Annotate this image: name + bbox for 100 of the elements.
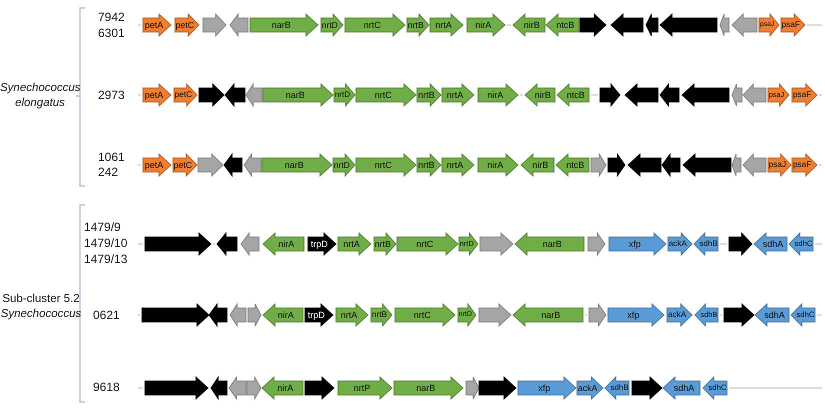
- gene-label: nrtB: [372, 309, 387, 321]
- gene-label: xfp: [628, 238, 641, 251]
- gene-symbol: [792, 84, 817, 106]
- gene-symbol: [667, 304, 692, 326]
- gene-label: narB: [541, 309, 560, 322]
- gene-symbol: [646, 14, 658, 36]
- gene-symbol: [209, 304, 227, 326]
- gene-symbol: [211, 377, 227, 399]
- gene-symbol: [230, 304, 246, 326]
- gene-label: nrtC: [364, 19, 381, 32]
- gene-label: psaF: [782, 19, 800, 31]
- gene-symbol: [662, 154, 680, 176]
- gene-label: nirA: [487, 159, 504, 172]
- gene-label: nrtC: [374, 89, 392, 102]
- gene-symbol: [546, 14, 579, 36]
- gene-symbol: [467, 14, 505, 36]
- gene-symbol: [173, 154, 197, 176]
- gene-symbol: [660, 84, 679, 106]
- gene-symbol: [459, 233, 478, 255]
- row-label: 1479/13: [84, 252, 128, 267]
- gene-symbol: [668, 233, 692, 255]
- gene-symbol: [305, 304, 333, 326]
- gene-label: nirA: [487, 89, 504, 102]
- gene-symbol: [600, 84, 620, 106]
- gene-symbol: [789, 233, 813, 255]
- gene-label: sdhB: [610, 382, 629, 394]
- gene-label: narB: [286, 89, 305, 102]
- gene-symbol: [199, 84, 224, 106]
- gene-symbol: [305, 377, 334, 399]
- gene-symbol: [262, 377, 303, 399]
- gene-label: petA: [144, 89, 164, 102]
- gene-symbol: [143, 84, 171, 106]
- gene-label: psaF: [792, 89, 812, 101]
- gene-label: nrtD: [334, 89, 350, 101]
- gene-symbol: [703, 377, 727, 399]
- gene-symbol: [356, 84, 416, 106]
- gene-symbol: [430, 14, 463, 36]
- row-label: 1479/10: [84, 236, 128, 251]
- gene-label: nrtC: [416, 238, 434, 251]
- row-label: 242: [98, 165, 118, 180]
- gene-symbol: [263, 84, 333, 106]
- gene-symbol: [248, 304, 261, 326]
- gene-symbol: [628, 154, 661, 176]
- gene-label: nrtD: [334, 159, 350, 172]
- row-label: 1061: [98, 150, 125, 165]
- gene-symbol: [609, 233, 666, 255]
- gene-symbol: [515, 233, 584, 255]
- gene-label: petC: [174, 159, 192, 172]
- gene-symbol: [262, 154, 332, 176]
- gene-symbol: [480, 233, 513, 255]
- gene-label: nirA: [277, 382, 294, 395]
- gene-label: trpD: [308, 309, 325, 322]
- gene-label: nrtB: [408, 19, 424, 32]
- row-label: 6301: [98, 26, 125, 41]
- gene-symbol: [720, 14, 729, 36]
- gene-symbol: [759, 14, 779, 36]
- gene-symbol: [334, 84, 355, 106]
- gene-label: xfp: [538, 382, 550, 395]
- gene-symbol: [217, 233, 237, 255]
- gene-symbol: [417, 84, 441, 106]
- gene-label: petA: [144, 19, 164, 32]
- gene-symbol: [417, 154, 441, 176]
- gene-label: nrtA: [435, 19, 452, 32]
- gene-symbol: [792, 154, 817, 176]
- gene-label: nrtD: [322, 19, 338, 32]
- gene-label: nirB: [532, 159, 548, 172]
- gene-symbol: [743, 154, 766, 176]
- gene-symbol: [174, 84, 197, 106]
- gene-symbol: [781, 14, 805, 36]
- gene-symbol: [143, 154, 171, 176]
- gene-symbol: [230, 14, 248, 36]
- gene-symbol: [479, 304, 511, 326]
- gene-symbol: [338, 377, 392, 399]
- gene-symbol: [250, 14, 318, 36]
- row-label: 7942: [98, 10, 125, 25]
- gene-label: nrtC: [414, 309, 431, 322]
- gene-label: nirB: [524, 19, 540, 32]
- gene-label: nirA: [278, 238, 294, 251]
- gene-symbol: [263, 304, 303, 326]
- gene-symbol: [143, 14, 171, 36]
- gene-symbol: [442, 84, 474, 106]
- gene-symbol: [663, 377, 700, 399]
- gene-label: petC: [176, 19, 194, 32]
- gene-symbol: [518, 377, 576, 399]
- gene-label: ntcB: [556, 19, 574, 32]
- gene-symbol: [608, 304, 664, 326]
- gene-label: nrtB: [418, 159, 435, 172]
- gene-symbol: [203, 14, 226, 36]
- gene-label: narB: [272, 19, 291, 32]
- gene-symbol: [225, 84, 245, 106]
- gene-symbol: [694, 233, 718, 255]
- gene-symbol: [743, 84, 766, 106]
- gene-symbol: [224, 154, 242, 176]
- gene-symbol: [142, 304, 209, 326]
- row-label: Synechococcus elongatus: [0, 81, 80, 111]
- gene-label: nrtC: [374, 159, 392, 172]
- gene-label: petA: [144, 159, 164, 172]
- gene-symbol: [478, 154, 518, 176]
- gene-symbol: [732, 14, 757, 36]
- gene-symbol: [394, 377, 463, 399]
